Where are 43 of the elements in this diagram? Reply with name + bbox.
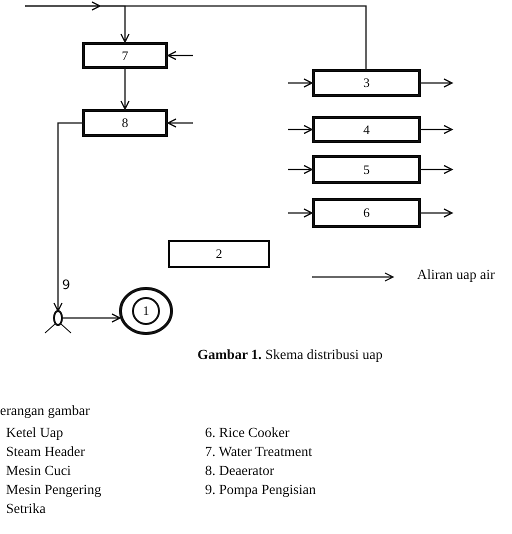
arrow	[287, 124, 314, 134]
arrow	[166, 50, 194, 60]
process-box	[82, 42, 168, 69]
legend-item: 7. Water Treatment	[205, 445, 312, 461]
legend-item: Mesin Pengering	[6, 483, 102, 499]
pump-symbol	[44, 309, 72, 334]
legend-heading: erangan gambar	[0, 404, 90, 420]
arrow	[420, 164, 454, 174]
process-box	[168, 240, 270, 268]
legend-item: 8. Deaerator	[205, 464, 274, 480]
legend-item: Ketel Uap	[6, 426, 64, 442]
process-box	[312, 155, 421, 184]
node-number: 8	[122, 115, 128, 131]
arrow	[287, 164, 314, 174]
legend-item: Setrika	[6, 502, 46, 518]
legend-item: 9. Pompa Pengisian	[205, 483, 316, 499]
node-number: 5	[363, 162, 370, 178]
arrow	[53, 122, 83, 312]
arrow	[420, 124, 454, 134]
caption: Gambar 1. Skema distribusi uap	[196, 348, 384, 364]
process-box	[312, 69, 421, 97]
node-number: 7	[122, 48, 128, 64]
arrow	[420, 208, 454, 218]
arrow	[287, 208, 314, 218]
node-number: 6	[363, 205, 370, 221]
arrow	[120, 68, 130, 110]
legend-text: Aliran uap air	[417, 268, 495, 284]
legend-item: Mesin Cuci	[6, 464, 71, 480]
node-number: 2	[216, 246, 222, 262]
process-box	[312, 116, 421, 143]
arrow	[287, 78, 314, 88]
arrow	[166, 118, 194, 128]
node-number: 4	[363, 122, 370, 138]
node-number: 1	[142, 303, 150, 319]
legend-item: 6. Rice Cooker	[205, 426, 290, 442]
arrow	[61, 313, 122, 323]
process-box	[312, 198, 421, 228]
process-box	[82, 109, 168, 137]
node-number: 9	[62, 278, 70, 293]
arrow	[420, 78, 454, 88]
boiler-symbol	[119, 287, 173, 335]
node-number: 3	[363, 75, 370, 91]
legend-item: Steam Header	[6, 445, 85, 461]
